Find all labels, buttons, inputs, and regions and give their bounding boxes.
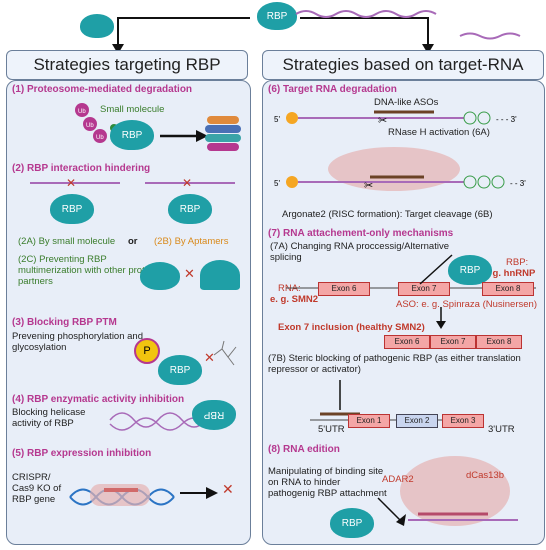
s7b-exon2: Exon 2 — [396, 414, 438, 428]
s2c-rbp-icon — [140, 262, 180, 290]
top-rbp: RBP — [257, 2, 297, 30]
s7-inclusion: Exon 7 inclusion (healthy SMN2) — [278, 322, 425, 333]
glycan-icon — [213, 340, 237, 366]
s3-desc: Prevening phosphorylation and glycosylat… — [12, 331, 143, 353]
right-title-text: Strategies based on target-RNA — [282, 55, 524, 74]
s7a-desc: (7A) Changing RNA proccessig/Alternative… — [270, 241, 450, 263]
s7-rbp-label: RBP: — [506, 257, 529, 268]
crispr-dna — [69, 484, 175, 506]
s2b-label: (2B) By Aptamers — [154, 236, 229, 247]
s5-desc: CRISPR/ Cas9 KO of RBP gene — [12, 472, 62, 505]
asos-label: DNA-like ASOs — [374, 97, 439, 108]
phosphate-icon: P — [134, 338, 160, 364]
ago-label: Argonate2 (RISC formation): Target cleav… — [282, 209, 493, 220]
s8-adar-label: ADAR2 — [382, 474, 414, 485]
s1-arrow — [160, 130, 208, 142]
s7a-rbp: RBP — [448, 255, 492, 285]
svg-text:Ub: Ub — [96, 135, 104, 141]
s8-dcas-label: dCas13b — [466, 470, 505, 481]
s2c-label: (2C) Preventing RBP multimerization with… — [18, 254, 158, 287]
s8-rbp: RBP — [330, 508, 374, 538]
s2-rna-strands: ✕ ✕ — [30, 176, 235, 190]
s7a-incl-exon7: Exon 7 — [430, 335, 476, 349]
right-panel-title: Strategies based on target-RNA — [262, 50, 544, 80]
s8-arrow-rna — [377, 497, 518, 526]
s4-rbp-label: RBP — [203, 409, 225, 421]
section-5-heading: (5) RBP expression inhibition — [12, 448, 152, 459]
phosphate-label: P — [143, 345, 151, 357]
s7a-exon7: Exon 7 — [398, 282, 450, 296]
s2c-cross: ✕ — [184, 266, 195, 281]
s7-rbp-eg: e. g. hnRNP — [482, 268, 536, 279]
s8-desc: Manipulating of binding site on RNA to h… — [268, 466, 387, 499]
svg-text:✂: ✂ — [364, 180, 373, 192]
s2a-rbp: RBP — [50, 194, 94, 224]
section-3-heading: (3) Blocking RBP PTM — [12, 317, 117, 328]
s2b-rbp: RBP — [168, 194, 212, 224]
svg-text:Ub: Ub — [78, 109, 86, 115]
svg-text:✕: ✕ — [66, 176, 76, 190]
svg-text:- - 3': - - 3' — [510, 179, 526, 188]
svg-text:✂: ✂ — [378, 115, 387, 127]
s4-desc: Blocking helicase activity of RBP — [12, 407, 86, 429]
svg-text:5': 5' — [274, 115, 280, 124]
s7a-pointer-arrow — [419, 254, 453, 285]
s3-rbp-label: RBP — [169, 364, 191, 376]
section-1-heading: (1) Proteosome-mediated degradation — [12, 84, 193, 95]
s3-cross: ✕ — [204, 350, 215, 365]
svg-text:Ub: Ub — [86, 123, 94, 129]
section-7-heading: (7) RNA attachement-only mechanisms — [268, 228, 454, 239]
top-arrows — [112, 10, 521, 54]
rnase-label: RNase H activation (6A) — [388, 127, 490, 138]
s2b-rbp-label: RBP — [179, 203, 201, 215]
s7b-utr3: 3'UTR — [488, 424, 515, 435]
s7b-exon1: Exon 1 — [348, 414, 390, 428]
section-2-heading: (2) RBP interaction hindering — [12, 163, 151, 174]
rna-6a: 5' - - - 3' ✂ — [274, 110, 517, 127]
s8-rbp-label: RBP — [341, 517, 363, 529]
s7b-desc: (7B) Steric blocking of pathogenic RBP (… — [268, 353, 521, 375]
proteasome-icon — [205, 116, 241, 151]
s7-aso-label: ASO: e. g. Spinraza (Nusinersen) — [396, 299, 537, 310]
rna-6b: 5' - - 3' ✂ — [274, 147, 526, 192]
small-molecule-label: Small molecule — [100, 104, 165, 115]
section-8-heading: (8) RNA edition — [268, 444, 340, 455]
svg-text:✕: ✕ — [182, 176, 192, 190]
s4-rbp: RBP — [192, 400, 236, 430]
s2a-rbp-label: RBP — [61, 203, 83, 215]
left-panel — [6, 80, 251, 545]
s1-rbp-label: RBP — [121, 129, 143, 141]
s7a-rbp-label: RBP — [459, 264, 481, 276]
top-left-rbp-icon — [80, 14, 114, 38]
s1-rbp: RBP — [110, 120, 154, 150]
s3-rbp: RBP — [158, 355, 202, 385]
helicase-rna — [109, 412, 207, 431]
svg-text:- - - 3': - - - 3' — [496, 115, 517, 124]
section-6-heading: (6) Target RNA degradation — [268, 84, 397, 95]
s7a-down-arrow — [436, 307, 446, 329]
s2-or-label: or — [128, 236, 138, 247]
s7b-exon3: Exon 3 — [442, 414, 484, 428]
s5-arrow — [180, 487, 218, 499]
s2c-partner-icon — [200, 260, 240, 290]
s7a-exon8: Exon 8 — [482, 282, 534, 296]
s7b-utr5: 5'UTR — [318, 424, 345, 435]
s5-cross: ✕ — [222, 481, 234, 497]
left-panel-title: Strategies targeting RBP — [6, 50, 248, 80]
left-title-text: Strategies targeting RBP — [33, 55, 221, 74]
s7-rna-eg: e. g. SMN2 — [270, 294, 319, 305]
s7a-incl-exon6: Exon 6 — [384, 335, 430, 349]
top-rbp-label: RBP — [266, 10, 288, 22]
section-4-heading: (4) RBP enzymatic activity inhibition — [12, 394, 185, 405]
svg-text:5': 5' — [274, 179, 280, 188]
s2a-label: (2A) By small molecule — [18, 236, 116, 247]
s7a-exon6: Exon 6 — [318, 282, 370, 296]
s7a-incl-exon8: Exon 8 — [476, 335, 522, 349]
